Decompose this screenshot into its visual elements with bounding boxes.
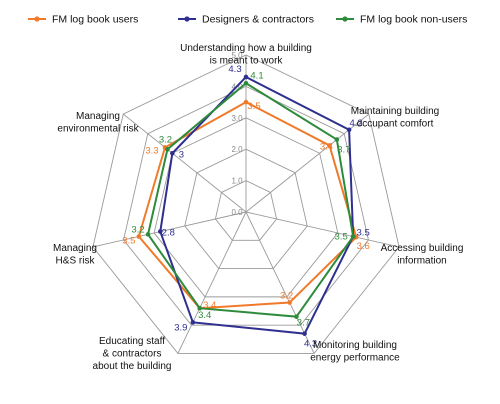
legend-label: FM log book non-users xyxy=(360,14,467,26)
axis-label-2: Maintaining building occupant comfort xyxy=(351,106,439,130)
data-label: 3.2 xyxy=(131,224,144,235)
series-point xyxy=(145,232,151,237)
tick-label: 5.0 xyxy=(231,51,243,60)
data-label: 3.5 xyxy=(335,231,348,242)
grid-spoke xyxy=(92,211,247,248)
grid-spoke xyxy=(245,211,400,248)
axis-label-line: environmental risk xyxy=(57,124,139,135)
axis-label-line: information xyxy=(397,256,446,267)
grid-ring xyxy=(214,180,278,241)
axis-label-line: Educating staff xyxy=(99,336,165,347)
data-label: 4.3 xyxy=(304,339,317,350)
data-label: 2.8 xyxy=(162,228,175,239)
data-label: 3.5 xyxy=(357,227,370,238)
series-point xyxy=(294,314,299,319)
axis-label-line: occupant comfort xyxy=(357,119,434,130)
data-label: 3 xyxy=(179,149,184,160)
axis-label-line: Monitoring building xyxy=(313,340,397,351)
data-label: 3.5 xyxy=(247,101,260,112)
data-label: 3.5 xyxy=(122,235,135,246)
axis-label-1: Understanding how a building is meant to … xyxy=(180,43,312,67)
series-point xyxy=(190,320,196,325)
axis-label-7: Managing environmental risk xyxy=(57,111,139,135)
series-point xyxy=(243,80,249,86)
tick-label: 1.0 xyxy=(231,177,243,186)
series-point xyxy=(302,331,307,336)
series-point xyxy=(136,234,142,239)
legend-swatch-marker xyxy=(342,16,348,22)
legend: FM log book users Designers & contractors… xyxy=(28,14,467,26)
grid-ring xyxy=(184,148,308,270)
grid-spoke xyxy=(122,113,247,213)
series-point xyxy=(243,74,249,80)
legend-label: Designers & contractors xyxy=(202,14,314,26)
axis-label-line: Accessing building xyxy=(381,243,464,254)
axis-label-line: Managing xyxy=(53,243,97,254)
legend-label: FM log book users xyxy=(52,14,138,26)
data-label: 4.1 xyxy=(250,70,263,81)
data-label: 3.9 xyxy=(174,322,187,333)
grid-ring xyxy=(92,54,400,354)
data-label: 3.3 xyxy=(145,145,158,156)
data-label: 4.2 xyxy=(350,118,363,129)
legend-swatch-marker xyxy=(34,16,40,22)
series-line-2 xyxy=(146,82,355,318)
series-point xyxy=(346,127,352,133)
axis-label-line: is meant to work xyxy=(210,56,284,67)
series-point xyxy=(165,147,170,152)
axis-label-line: Managing xyxy=(76,111,120,122)
series-point xyxy=(170,150,175,156)
data-label: 3.4 xyxy=(203,300,216,311)
data-label: 4.3 xyxy=(228,64,241,75)
data-label: 3.4 xyxy=(320,141,333,152)
data-label: 3.7 xyxy=(297,318,310,329)
series-point xyxy=(287,300,292,305)
data-label: 3.6 xyxy=(357,241,370,252)
legend-swatch-marker xyxy=(184,16,190,22)
radar-grid xyxy=(92,54,400,354)
series-line-1 xyxy=(159,75,355,335)
data-label: 3.4 xyxy=(198,310,211,321)
series-line-0 xyxy=(137,100,358,310)
series-point xyxy=(334,137,340,142)
legend-item-1: Designers & contractors xyxy=(178,14,314,26)
axis-label-line: & contractors xyxy=(103,349,162,360)
tick-label: 2.0 xyxy=(231,145,243,154)
grid-ring xyxy=(123,85,369,326)
axis-label-3: Accessing building information xyxy=(381,243,464,267)
grid-spoke xyxy=(177,211,247,354)
series-point xyxy=(243,99,249,105)
series-point xyxy=(327,143,332,148)
tick-label: 3.0 xyxy=(231,114,243,123)
axis-label-4: Monitoring building energy performance xyxy=(310,340,400,364)
axis-label-line: H&S risk xyxy=(56,256,96,267)
grid-spoke xyxy=(245,211,315,354)
tick-label: 0.0 xyxy=(231,208,243,217)
series-point xyxy=(197,305,202,311)
axis-label-line: Understanding how a building xyxy=(180,43,312,54)
series-point xyxy=(157,229,163,234)
legend-item-2: FM log book non-users xyxy=(336,14,467,26)
series-point xyxy=(350,234,356,239)
axis-label-line: energy performance xyxy=(310,353,400,364)
data-label: 3.2 xyxy=(159,134,172,145)
axis-label-line: Maintaining building xyxy=(351,106,439,117)
data-label: 3.2 xyxy=(280,291,293,302)
axis-label-line: about the building xyxy=(93,361,172,372)
legend-item-0: FM log book users xyxy=(28,14,138,26)
data-label: 3.7 xyxy=(337,145,350,156)
